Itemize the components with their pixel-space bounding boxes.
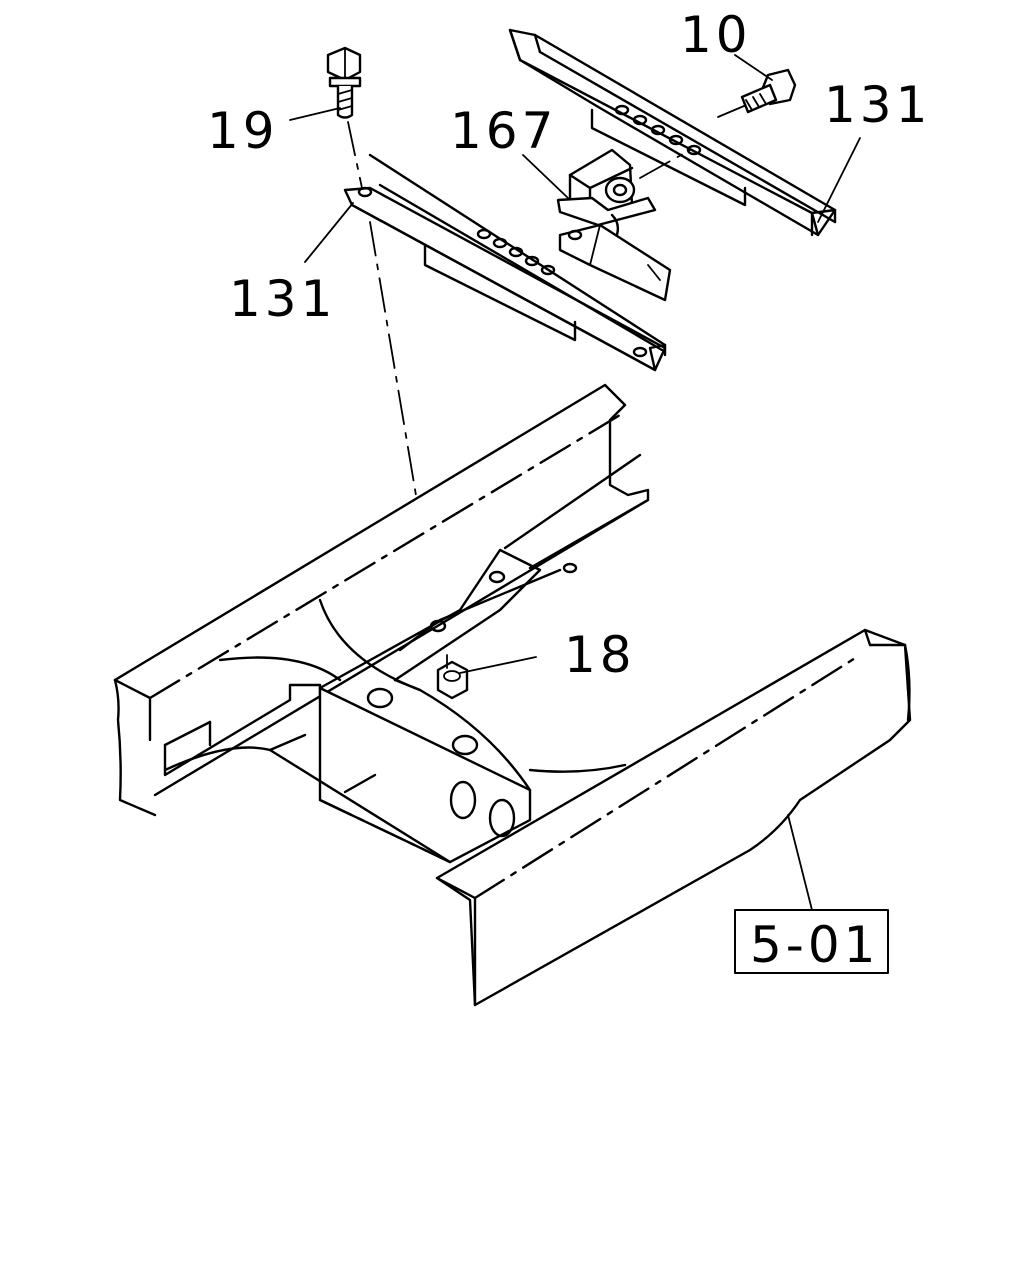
callout-18: 18	[564, 626, 636, 684]
upper-bracket-right	[508, 28, 837, 237]
assembly-center-line	[369, 221, 438, 621]
leader-lines	[289, 54, 861, 911]
reference-label: 5-01	[750, 916, 879, 974]
reference-box	[734, 909, 889, 974]
upper-bracket-left	[343, 153, 667, 372]
bracket-167	[556, 148, 691, 302]
callout-10: 10	[680, 6, 752, 64]
callout-19: 19	[207, 102, 279, 160]
bolt-10	[717, 68, 797, 118]
callout-131-left: 131	[229, 270, 336, 328]
nut-18	[436, 654, 469, 700]
callout-167: 167	[450, 102, 557, 160]
bolt-19	[326, 46, 363, 189]
callout-131-right: 131	[824, 76, 931, 134]
chassis-frame	[113, 383, 912, 1007]
